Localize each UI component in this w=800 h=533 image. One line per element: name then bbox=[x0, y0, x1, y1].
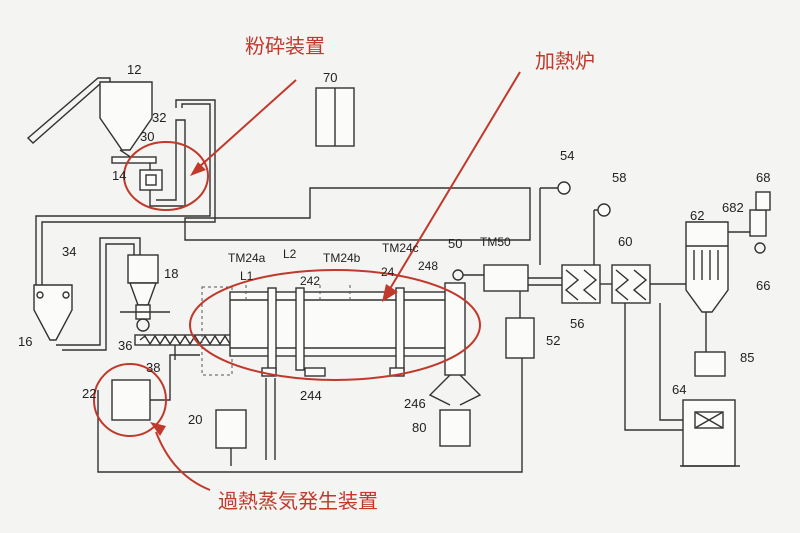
label-242: 242 bbox=[300, 274, 320, 288]
heat-exchanger-60 bbox=[600, 264, 686, 304]
pipe-32 bbox=[35, 99, 216, 285]
label-52: 52 bbox=[546, 333, 560, 348]
box-20 bbox=[215, 409, 247, 466]
steam-generator-22 bbox=[97, 334, 523, 473]
fan-58 bbox=[593, 203, 611, 265]
screw-conveyor-38 bbox=[134, 334, 236, 360]
label-64: 64 bbox=[672, 382, 686, 397]
fan-54 bbox=[539, 181, 571, 265]
label-60: 60 bbox=[618, 234, 632, 249]
label-34: 34 bbox=[62, 244, 76, 259]
label-70: 70 bbox=[323, 70, 337, 85]
box-70 bbox=[315, 87, 355, 147]
label-80: 80 bbox=[412, 420, 426, 435]
label-tm24b: TM24b bbox=[323, 251, 361, 265]
pulverizer-annotation: 粉砕装置 bbox=[245, 34, 325, 58]
label-50: 50 bbox=[448, 236, 462, 251]
hopper-16 bbox=[33, 237, 141, 351]
label-20: 20 bbox=[188, 412, 202, 427]
label-tm24c: TM24c bbox=[382, 241, 419, 255]
label-68: 68 bbox=[756, 170, 770, 185]
label-tm50: TM50 bbox=[480, 235, 511, 249]
label-16: 16 bbox=[18, 334, 32, 349]
label-62: 62 bbox=[690, 208, 704, 223]
label-38: 38 bbox=[146, 360, 160, 375]
label-246: 246 bbox=[404, 396, 426, 411]
label-14: 14 bbox=[112, 168, 126, 183]
label-58: 58 bbox=[612, 170, 626, 185]
steam-generator-annotation: 過熱蒸気発生装置 bbox=[218, 489, 378, 513]
box-50 bbox=[452, 264, 529, 292]
feed-conveyor bbox=[26, 77, 111, 144]
box-85 bbox=[694, 351, 726, 377]
box-52 bbox=[505, 291, 535, 359]
heating-furnace-annotation: 加熱炉 bbox=[535, 49, 595, 73]
rotary-kiln-24 bbox=[201, 282, 482, 406]
label-24: 24 bbox=[381, 265, 395, 279]
label-54: 54 bbox=[560, 148, 574, 163]
label-l2: L2 bbox=[283, 247, 297, 261]
cyclone-18 bbox=[120, 254, 170, 332]
label-248: 248 bbox=[418, 259, 438, 273]
label-66: 66 bbox=[756, 278, 770, 293]
bag-filter-62 bbox=[685, 221, 750, 352]
label-244: 244 bbox=[300, 388, 322, 403]
label-l1: L1 bbox=[240, 269, 254, 283]
label-30: 30 bbox=[140, 129, 154, 144]
cooling-tower-64 bbox=[624, 303, 740, 467]
label-tm24a: TM24a bbox=[228, 251, 266, 265]
label-18: 18 bbox=[164, 266, 178, 281]
heat-exchanger-56 bbox=[528, 264, 601, 304]
pulverizer-unit bbox=[111, 119, 186, 207]
hopper-12 bbox=[99, 81, 153, 159]
label-22: 22 bbox=[82, 386, 96, 401]
annotation-marks bbox=[93, 71, 521, 491]
label-12: 12 bbox=[127, 62, 141, 77]
label-682: 682 bbox=[722, 200, 744, 215]
furnace-enclosure bbox=[184, 187, 531, 460]
label-85: 85 bbox=[740, 350, 754, 365]
box-80 bbox=[439, 409, 471, 447]
label-56: 56 bbox=[570, 316, 584, 331]
label-36: 36 bbox=[118, 338, 132, 353]
stack-68 bbox=[749, 191, 771, 254]
label-32: 32 bbox=[152, 110, 166, 125]
